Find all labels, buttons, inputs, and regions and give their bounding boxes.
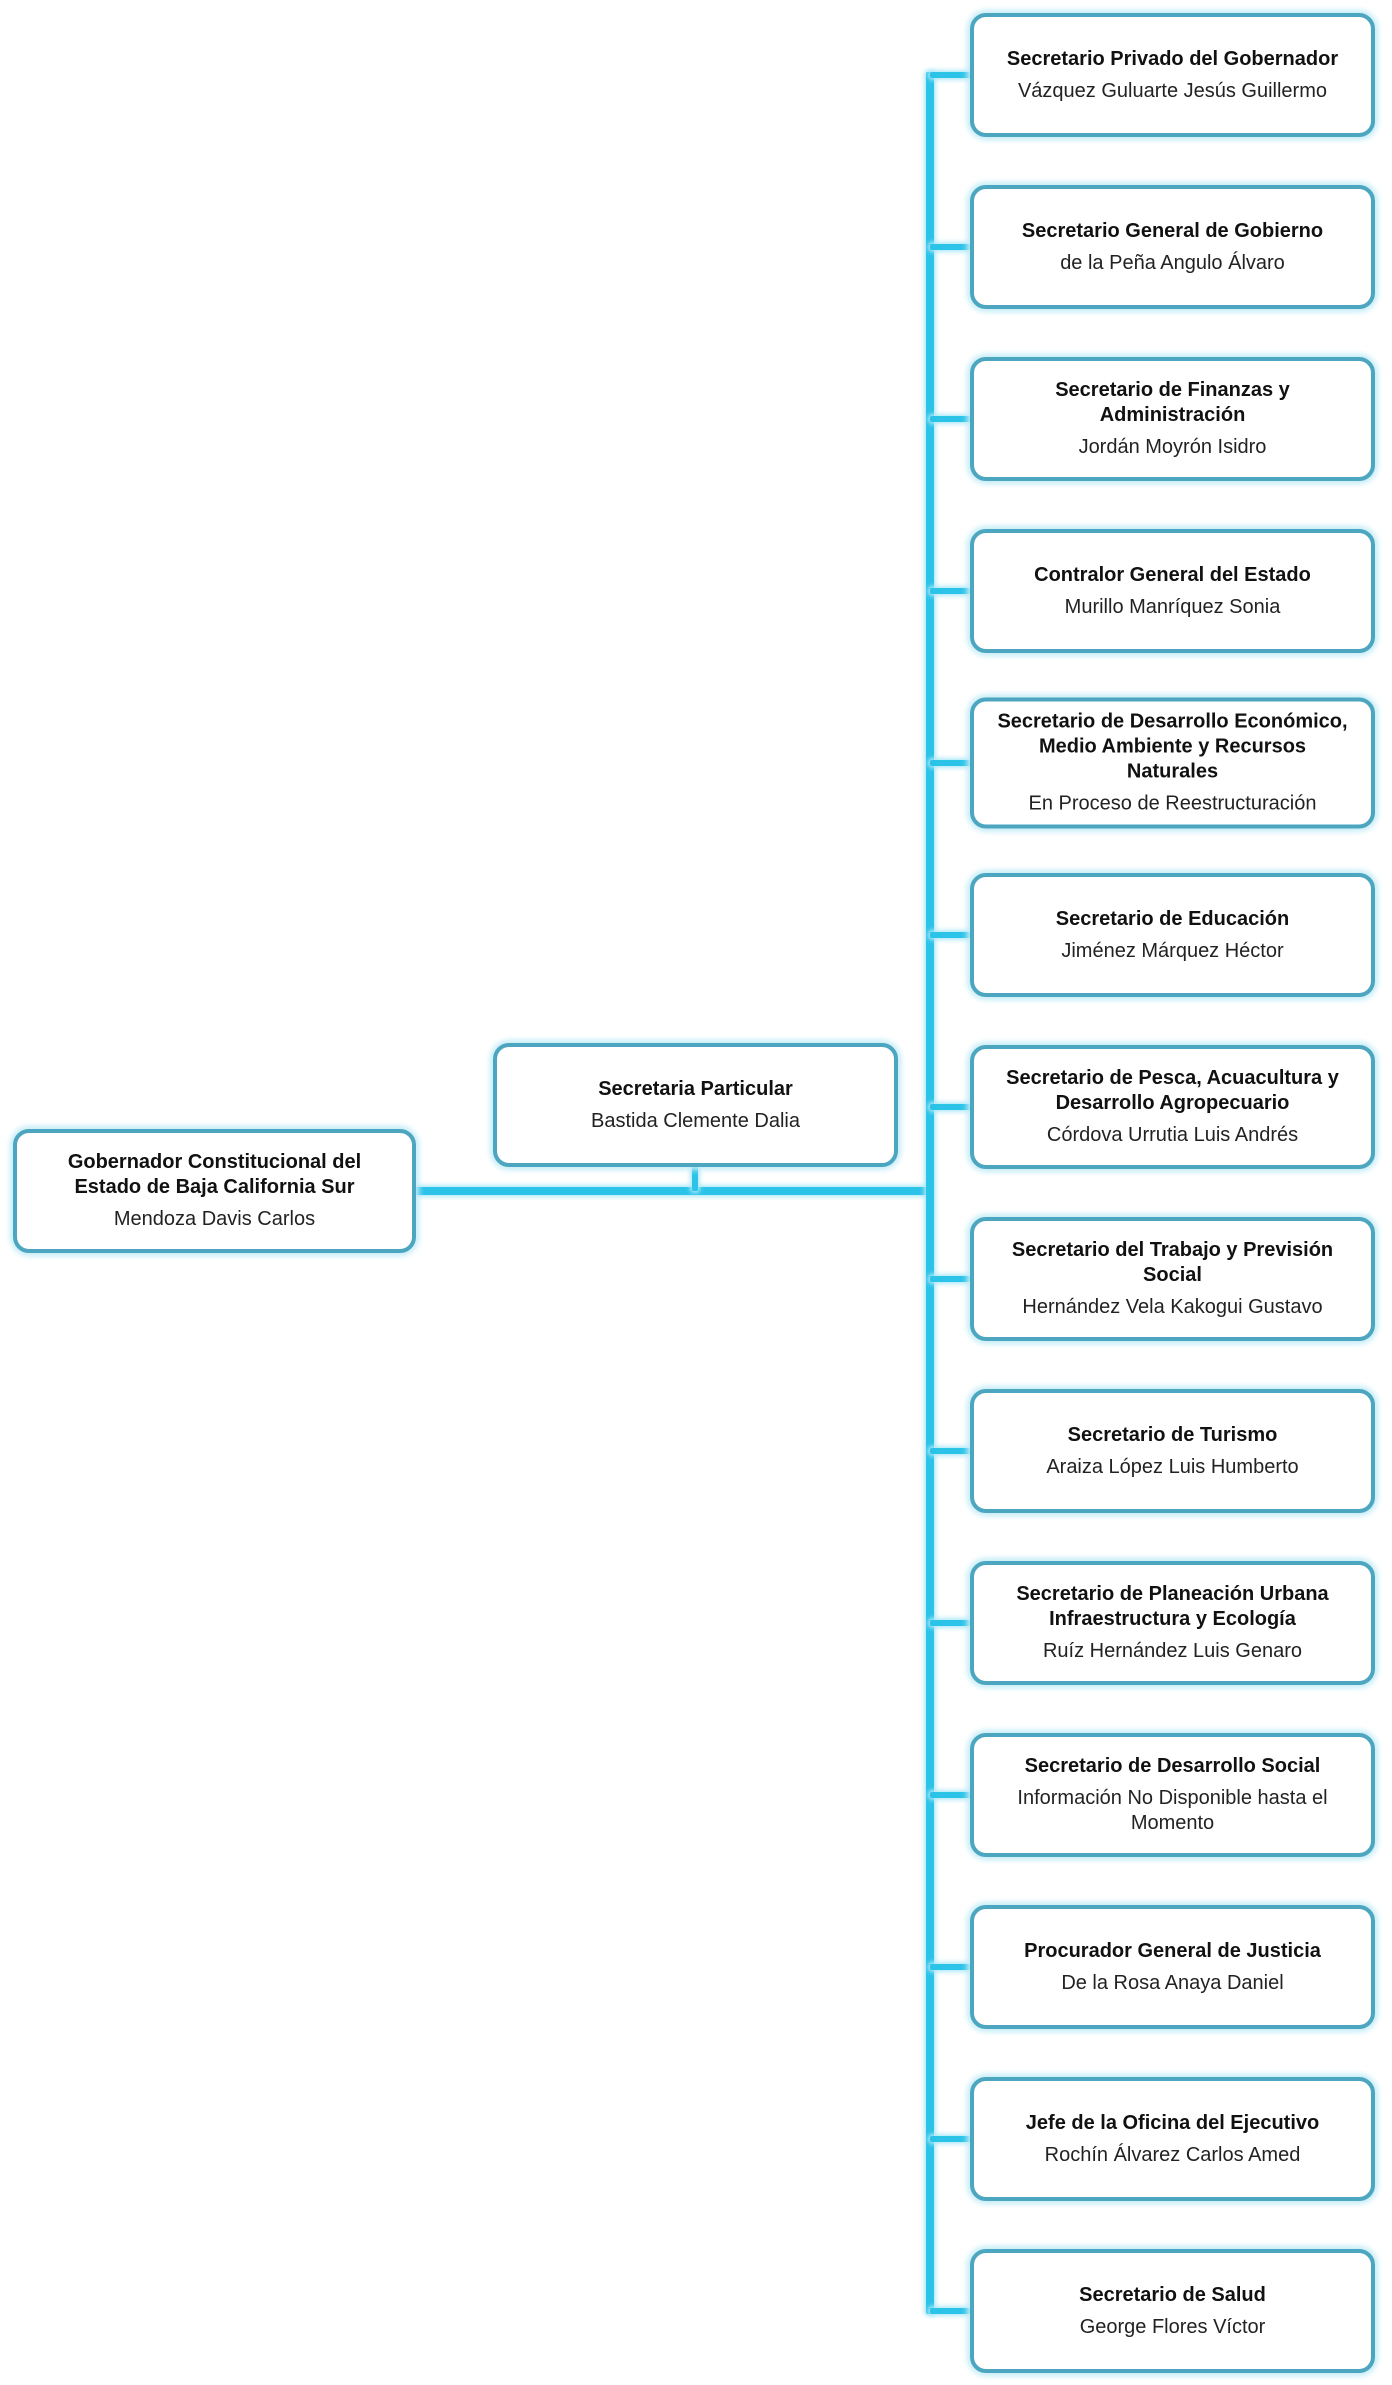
- connector-stub-9: [930, 1448, 972, 1454]
- connector-stub-4: [930, 588, 972, 594]
- node-title: Secretario del Trabajo y Previsión Socia…: [1011, 1239, 1334, 1286]
- connector-governor-horizontal: [413, 1187, 930, 1195]
- node-title: Secretario Privado del Gobernador: [1006, 47, 1339, 70]
- node-contralor-general: Contralor General del Estado Murillo Man…: [970, 529, 1375, 653]
- node-title: Secretario de Pesca, Acuacultura y Desar…: [1006, 1067, 1339, 1114]
- node-title: Jefe de la Oficina del Ejecutivo: [1025, 2111, 1320, 2134]
- node-secretario-turismo: Secretario de Turismo Araiza López Luis …: [970, 1389, 1375, 1513]
- node-person: Murillo Manríquez Sonia: [1064, 595, 1281, 618]
- connector-trunk-vertical: [926, 72, 934, 2314]
- connector-stub-13: [930, 2136, 972, 2142]
- node-secretario-trabajo: Secretario del Trabajo y Previsión Socia…: [970, 1217, 1375, 1341]
- connector-stub-12: [930, 1964, 972, 1970]
- node-title: Secretario de Turismo: [1067, 1423, 1278, 1446]
- node-person: Araiza López Luis Humberto: [1046, 1455, 1299, 1478]
- node-title: Contralor General del Estado: [1034, 563, 1311, 586]
- connector-stub-2: [930, 244, 972, 250]
- node-title: Secretario de Desarrollo Económico, Medi…: [997, 710, 1348, 783]
- node-secretario-salud: Secretario de Salud George Flores Víctor: [970, 2249, 1375, 2373]
- node-secretario-educacion: Secretario de Educación Jiménez Márquez …: [970, 873, 1375, 997]
- node-person: En Proceso de Reestructuración: [1028, 792, 1317, 815]
- node-person: Jiménez Márquez Héctor: [1061, 939, 1284, 962]
- node-secretario-finanzas: Secretario de Finanzas y Administración …: [970, 357, 1375, 481]
- node-person: George Flores Víctor: [1079, 2315, 1266, 2338]
- connector-stub-6: [930, 932, 972, 938]
- node-title: Secretario de Planeación Urbana Infraest…: [1016, 1583, 1329, 1630]
- node-title: Secretario de Salud: [1079, 2283, 1266, 2306]
- connector-stub-5: [930, 760, 972, 766]
- node-person: De la Rosa Anaya Daniel: [1061, 1971, 1284, 1994]
- connector-stub-10: [930, 1620, 972, 1626]
- node-secretario-desarrollo-social: Secretario de Desarrollo Social Informac…: [970, 1733, 1375, 1857]
- node-secretario-pesca: Secretario de Pesca, Acuacultura y Desar…: [970, 1045, 1375, 1169]
- connector-stub-11: [930, 1792, 972, 1798]
- node-title: Secretario de Desarrollo Social: [1024, 1755, 1321, 1777]
- connector-stub-3: [930, 416, 972, 422]
- node-person: Jordán Moyrón Isidro: [1078, 436, 1267, 458]
- node-person: Rochín Álvarez Carlos Amed: [1044, 2143, 1301, 2166]
- node-secretario-planeacion-urbana: Secretario de Planeación Urbana Infraest…: [970, 1561, 1375, 1685]
- node-person: Mendoza Davis Carlos: [113, 1208, 316, 1230]
- node-person: de la Peña Angulo Álvaro: [1060, 251, 1285, 274]
- connector-stub-1: [930, 72, 972, 78]
- connector-stub-14: [930, 2308, 972, 2314]
- node-person: Información No Disponible hasta el Momen…: [1017, 1787, 1328, 1834]
- node-secretario-general-gobierno: Secretario General de Gobierno de la Peñ…: [970, 185, 1375, 309]
- node-person: Bastida Clemente Dalia: [591, 1109, 800, 1132]
- node-secretario-desarrollo-economico: Secretario de Desarrollo Económico, Medi…: [970, 697, 1375, 829]
- connector-assistant-stub: [692, 1163, 698, 1191]
- node-person: Córdova Urrutia Luis Andrés: [1046, 1124, 1299, 1146]
- connector-stub-7: [930, 1104, 972, 1110]
- node-secretario-privado: Secretario Privado del Gobernador Vázque…: [970, 13, 1375, 137]
- node-person: Hernández Vela Kakogui Gustavo: [1022, 1296, 1323, 1318]
- node-title: Secretario General de Gobierno: [1021, 219, 1324, 242]
- node-title: Gobernador Constitucional del Estado de …: [67, 1151, 362, 1198]
- node-title: Secretario de Finanzas y Administración: [1055, 379, 1290, 426]
- connector-stub-8: [930, 1276, 972, 1282]
- node-title: Procurador General de Justicia: [1024, 1939, 1321, 1962]
- node-person: Vázquez Guluarte Jesús Guillermo: [1017, 79, 1328, 102]
- node-person: Ruíz Hernández Luis Genaro: [1042, 1640, 1303, 1662]
- node-title: Secretario de Educación: [1055, 907, 1290, 930]
- node-secretaria-particular: Secretaria Particular Bastida Clemente D…: [493, 1043, 898, 1167]
- node-procurador-justicia: Procurador General de Justicia De la Ros…: [970, 1905, 1375, 2029]
- node-gobernador: Gobernador Constitucional del Estado de …: [13, 1129, 416, 1253]
- node-title: Secretaria Particular: [598, 1077, 793, 1100]
- node-jefe-oficina-ejecutivo: Jefe de la Oficina del Ejecutivo Rochín …: [970, 2077, 1375, 2201]
